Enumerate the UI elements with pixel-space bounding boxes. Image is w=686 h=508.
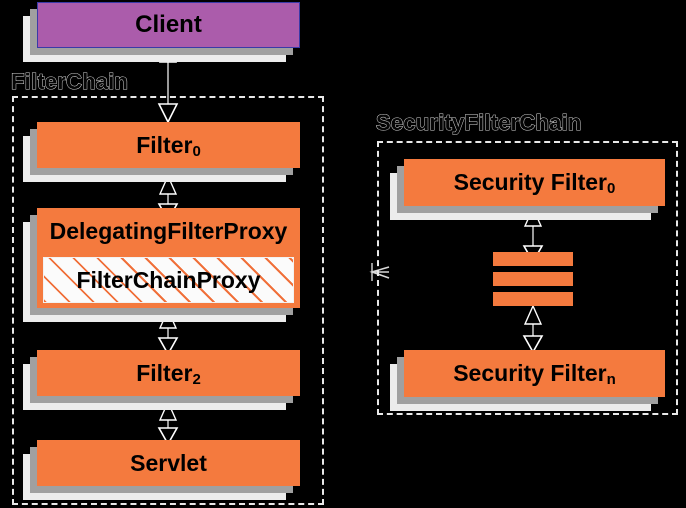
dfp-label: DelegatingFilterProxy [49, 217, 288, 244]
group-filterchain [12, 96, 324, 505]
group-securityfilterchain-label: SecurityFilterChain [375, 109, 582, 135]
filter0-label: Filter [136, 131, 193, 158]
node-delegating-filter-proxy[interactable]: DelegatingFilterProxy FilterChainProxy [23, 208, 300, 322]
security-filter-0-subscript: 0 [607, 180, 616, 197]
node-servlet[interactable]: Servlet [23, 440, 300, 500]
client-label: Client [135, 11, 202, 38]
security-filter-ellipsis-bar-1 [493, 252, 573, 266]
group-securityfilterchain [377, 141, 678, 415]
filter2-label: Filter [136, 359, 193, 386]
servlet-label: Servlet [130, 449, 207, 476]
security-filter-n-subscript: n [606, 371, 616, 388]
servlet-face: Servlet [37, 440, 300, 486]
security-filter-ellipsis-bar-2 [493, 272, 573, 286]
security-filter-0-label: Security Filter [453, 169, 608, 195]
group-filterchain-label: FilterChain [10, 68, 129, 94]
filter-chain-proxy-label: FilterChainProxy [76, 266, 261, 293]
client-face: Client [37, 2, 300, 48]
security-filter-ellipsis-bar-3 [493, 292, 573, 306]
node-client[interactable]: Client [23, 2, 300, 62]
filter0-subscript: 0 [192, 142, 201, 160]
filter2-subscript: 2 [192, 370, 201, 388]
security-filter-n-label: Security Filter [453, 360, 607, 386]
node-filter-chain-proxy[interactable]: FilterChainProxy [43, 257, 294, 303]
